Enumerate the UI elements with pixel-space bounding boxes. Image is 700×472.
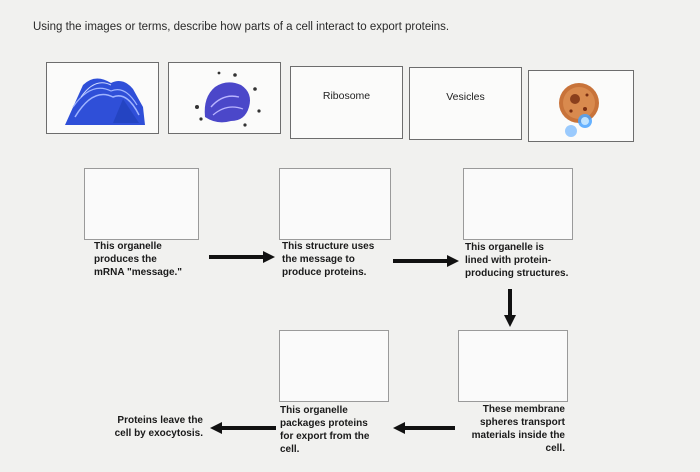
tile-cell-image[interactable] <box>528 70 634 142</box>
question-prompt: Using the images or terms, describe how … <box>33 21 450 33</box>
step-3-description: This organelle is lined with protein- pr… <box>465 242 569 279</box>
tile-er-image[interactable] <box>168 62 281 134</box>
arrow-left-icon <box>210 422 276 434</box>
drop-zone-1[interactable] <box>84 168 199 240</box>
step-2-description: This structure uses the message to produ… <box>282 241 375 278</box>
cell-icon <box>559 83 599 137</box>
tile-vesicles-label: Vesicles <box>446 90 485 103</box>
step-5-description: This organelle packages proteins for exp… <box>280 405 370 455</box>
endoplasmic-reticulum-icon <box>194 71 261 127</box>
arrow-right-icon <box>209 251 275 263</box>
arrow-down-icon <box>504 289 516 327</box>
tile-ribosome[interactable]: Ribosome <box>290 66 403 139</box>
arrow-right-icon <box>393 255 459 267</box>
tile-vesicles[interactable]: Vesicles <box>409 67 522 140</box>
arrow-left-icon <box>393 422 455 434</box>
drop-zone-3[interactable] <box>463 168 573 240</box>
step-4-description: These membrane spheres transport materia… <box>471 404 565 454</box>
tile-ribosome-label: Ribosome <box>322 89 371 102</box>
step-1-description: This organelle produces the mRNA "messag… <box>94 241 183 278</box>
step-6-description: Proteins leave the cell by exocytosis. <box>114 415 203 439</box>
tile-golgi-image[interactable] <box>46 62 159 134</box>
drop-zone-4[interactable] <box>458 330 568 402</box>
drop-zone-5[interactable] <box>279 330 389 402</box>
drop-zone-2[interactable] <box>279 168 391 240</box>
golgi-apparatus-icon <box>64 78 145 125</box>
